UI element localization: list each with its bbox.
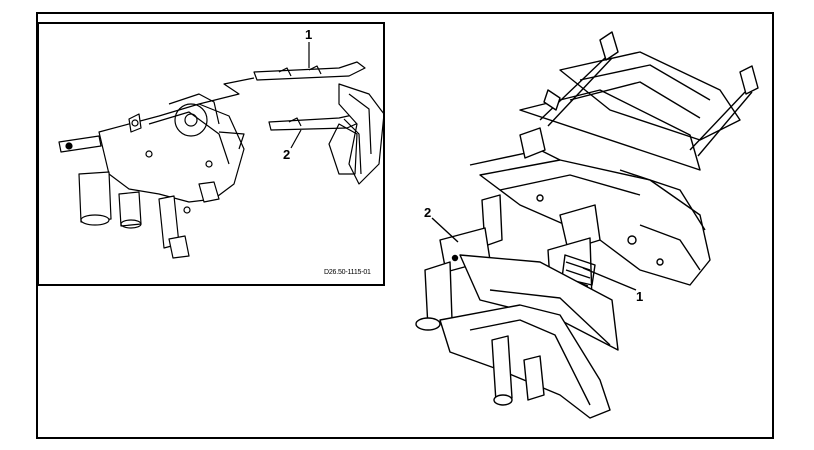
inset-detail-panel: 1 2 D26.50-1115-01 <box>37 22 385 286</box>
inset-callout-2: 2 <box>283 147 291 162</box>
main-callout-1: 1 <box>636 289 644 304</box>
document-number-label: D26.50-1115-01 <box>324 269 371 276</box>
shift-assembly-inset-drawing <box>58 42 383 259</box>
inset-callout-1: 1 <box>305 27 313 42</box>
main-callout-2: 2 <box>424 205 432 220</box>
